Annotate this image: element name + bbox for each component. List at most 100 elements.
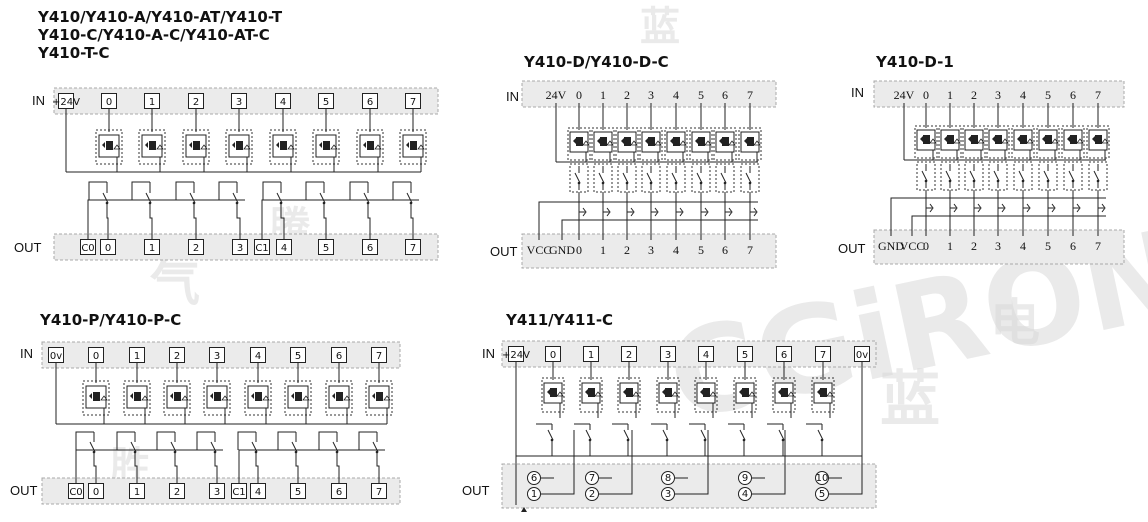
terminal-label: 3 — [214, 351, 220, 362]
terminal-box — [80, 239, 96, 255]
out-terminal: GND — [878, 239, 904, 253]
relay-frame — [123, 380, 151, 416]
diode-icon — [1026, 138, 1034, 144]
out-terminal: 0 — [923, 239, 929, 253]
contact-frame — [691, 163, 711, 193]
relay-contact-icon — [916, 161, 936, 191]
in-terminal: 4 — [275, 93, 291, 109]
terminal-box — [405, 93, 421, 109]
terminal-label: 7 — [410, 243, 416, 254]
in-terminal: 7 — [1095, 88, 1101, 102]
terminal-label: 2 — [174, 487, 180, 498]
coil-block — [280, 141, 287, 150]
out-terminal: 6 — [331, 483, 347, 499]
contact-frame — [940, 161, 960, 191]
led-arrow — [621, 138, 624, 144]
terminal-label: +24V — [502, 350, 530, 361]
output-wire — [236, 214, 241, 239]
relay-frame — [244, 380, 272, 416]
contact-dot — [322, 201, 326, 205]
common-feed — [88, 181, 107, 200]
coil-block — [1020, 135, 1027, 144]
terminal-box — [276, 239, 292, 255]
common-feed — [196, 431, 215, 450]
transistor-icon — [704, 207, 709, 217]
relay-contact-icon — [641, 163, 661, 193]
led-arrow — [130, 393, 133, 399]
coil-block — [971, 135, 978, 144]
terminal-box — [250, 347, 266, 363]
led-arrow — [662, 389, 665, 395]
in-terminal-strip — [501, 340, 877, 368]
relay-coil-icon — [141, 134, 164, 158]
relay-coil-icon — [247, 385, 270, 409]
led-arrow — [1042, 136, 1045, 142]
relay-coil-icon — [228, 134, 251, 158]
relay-frame — [938, 125, 962, 159]
relay-frame — [986, 125, 1010, 159]
diode-icon — [679, 140, 687, 146]
contact-blade — [921, 170, 928, 182]
out-terminal-top: 8 — [661, 471, 675, 485]
coil-block — [174, 392, 181, 401]
terminal-box — [231, 93, 247, 109]
relay-coil-icon — [287, 385, 310, 409]
terminal-box — [169, 483, 185, 499]
common-wire-c0 — [75, 449, 223, 483]
terminal-box — [250, 483, 266, 499]
arrow-icon — [521, 507, 527, 512]
relay-coil-icon — [315, 134, 338, 158]
relay-coil-icon — [402, 134, 425, 158]
terminal-circle — [815, 487, 829, 501]
in-terminal: 5 — [318, 93, 334, 109]
terminal-box — [232, 239, 248, 255]
led-arrow — [291, 393, 294, 399]
out-terminal: 6 — [722, 243, 728, 257]
contact-dot — [1021, 179, 1025, 183]
relay-contact-icon — [276, 182, 283, 214]
diode-icon — [753, 140, 761, 146]
output-wire — [93, 462, 97, 483]
contact-dot — [294, 450, 298, 454]
relay-contact-icon — [623, 424, 630, 446]
out-label-y410: OUT — [14, 240, 42, 255]
out-terminal: 4 — [250, 483, 266, 499]
coil-block — [255, 392, 262, 401]
relay-coil-icon — [328, 385, 351, 409]
out-terminal: 3 — [648, 243, 654, 257]
relay-coil-icon — [740, 131, 761, 153]
out-terminal-bottom: 1 — [527, 487, 541, 501]
out-terminal: 3 — [209, 483, 225, 499]
relay-contact-icon — [102, 182, 109, 214]
terminal-label: 0 — [550, 350, 556, 361]
diode-icon — [632, 391, 640, 397]
relay-frame — [664, 127, 688, 161]
out-label-y411: OUT — [462, 483, 490, 498]
diode-icon — [100, 395, 108, 401]
contact-dot — [105, 201, 109, 205]
contact-blade — [622, 172, 629, 184]
terminal-label: C0 — [81, 243, 94, 254]
common-feed — [349, 181, 368, 200]
out-terminal: 2 — [624, 243, 630, 257]
in-terminal: 24V — [894, 88, 915, 102]
contact-dot — [366, 201, 370, 205]
coil-block — [1095, 135, 1102, 144]
power-wire — [890, 197, 1106, 236]
relay-contact-icon — [778, 424, 785, 446]
terminal-label: 6 — [531, 473, 537, 484]
relay-coil-icon — [581, 382, 602, 404]
common-feed — [392, 181, 411, 200]
led-arrow — [363, 142, 366, 148]
output-wire — [323, 214, 327, 239]
coil-block — [995, 135, 1002, 144]
relay-frame — [1086, 125, 1110, 159]
coil-block — [742, 388, 749, 397]
contact-dot — [665, 438, 669, 442]
terminal-box — [362, 93, 378, 109]
terminal-label: 2 — [589, 489, 595, 500]
common-feed — [116, 431, 135, 450]
terminal-label: 0 — [106, 97, 112, 108]
coil-block — [626, 388, 633, 397]
in-terminal: 3 — [231, 93, 247, 109]
